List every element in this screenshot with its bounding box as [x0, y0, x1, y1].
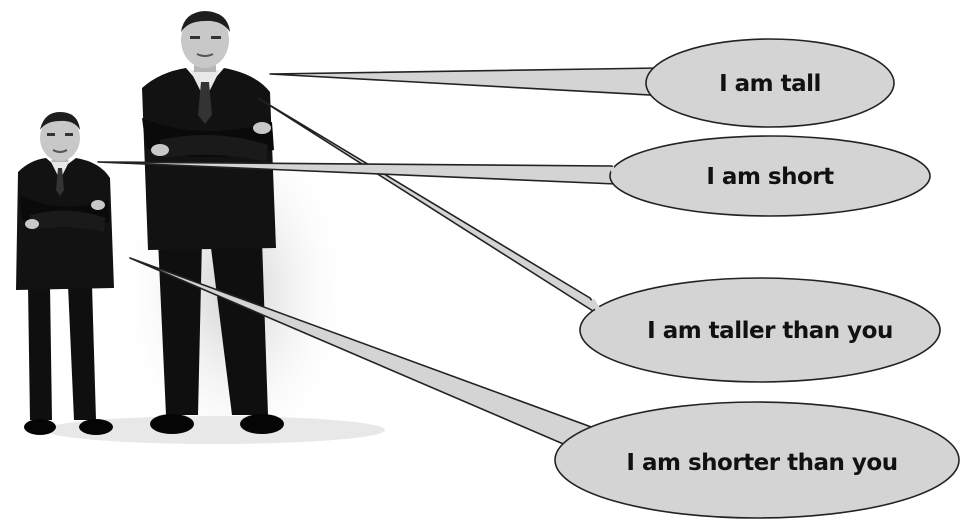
bubble-text-short: I am short	[706, 164, 834, 190]
bubble-text-shorter: I am shorter than you	[626, 450, 897, 476]
bubble-text-taller: I am taller than you	[647, 318, 893, 344]
speech-bubble-tall: I am tall	[270, 39, 894, 127]
short-man-figure	[16, 112, 114, 435]
bubble-text-tall: I am tall	[719, 71, 821, 97]
